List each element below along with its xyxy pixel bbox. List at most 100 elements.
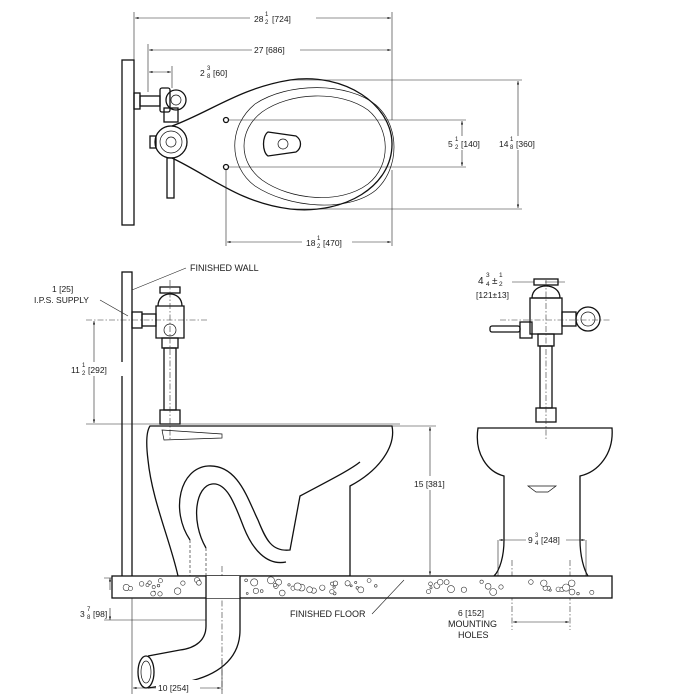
frac-den: 2 (82, 371, 86, 377)
finished-floor: FINISHED FLOOR (111, 575, 613, 619)
aggregate-bubble (428, 581, 433, 586)
frac-num: 7 (87, 607, 91, 613)
aggregate-bubble (147, 580, 152, 585)
aggregate-bubble (568, 588, 576, 596)
frac-den: 2 (455, 145, 459, 151)
aggregate-bubble (429, 586, 433, 590)
aggregate-bubble (330, 581, 335, 586)
dim-bolt-spacing-whole: 5 (448, 139, 453, 149)
aggregate-bubble (437, 579, 444, 586)
side-flush-valve (131, 286, 185, 425)
dim-valve-projection: 4 3 4 ± 1 2 [121±13] (476, 272, 509, 300)
dim-supply-height: 11 1 2 [292] (70, 362, 124, 377)
aggregate-bubble (576, 591, 580, 596)
dim-overall-length: 28 1 2 [724] (250, 10, 316, 26)
dim-base-width-metric: [248] (541, 535, 560, 545)
aggregate-bubble (479, 579, 484, 584)
aggregate-bubble (344, 580, 351, 587)
dim-bolt-spacing-metric: [140] (461, 139, 480, 149)
aggregate-bubble (250, 578, 259, 587)
frac-num: 1 (317, 236, 321, 242)
aggregate-bubble (267, 576, 275, 585)
aggregate-bubble (252, 587, 259, 594)
plan-outlet (262, 131, 302, 157)
aggregate-bubble (244, 578, 248, 582)
aggregate-bubble (332, 585, 336, 589)
aggregate-bubble (489, 588, 498, 596)
front-flush-valve (489, 278, 601, 423)
dim-outlet-height-whole: 3 (80, 609, 85, 619)
frac-den: 8 (207, 74, 211, 80)
aggregate-bubble (293, 582, 302, 591)
dim-bolt-spacing: 5 1 2 [140] (446, 136, 492, 151)
aggregate-bubble (157, 591, 163, 597)
aggregate-bubble (245, 592, 249, 595)
aggregate-bubble (484, 583, 492, 590)
aggregate-bubble (562, 583, 570, 592)
aggregate-bubble (447, 585, 455, 593)
frac-den: 2 (265, 20, 269, 26)
aggregate-bubble (150, 590, 156, 597)
frac-den: 4 (486, 281, 490, 288)
ips-size-label: 1 [25] (52, 284, 73, 294)
aggregate-bubble (196, 580, 202, 586)
aggregate-bubble (279, 589, 286, 597)
aggregate-bubble (287, 583, 291, 587)
finished-floor-label: FINISHED FLOOR (290, 609, 366, 619)
dim-supply-height-whole: 11 (71, 365, 80, 375)
aggregate-bubble (151, 585, 156, 589)
frac-num: 3 (535, 533, 539, 539)
floor-aggregate (122, 576, 595, 597)
dim-outlet-height-metric: [98] (93, 609, 107, 619)
side-view: FINISHED WALL 1 [25] I.P.S. SUPPLY 11 1 … (34, 263, 462, 694)
dim-valve-offset: 2 3 8 [60] (200, 66, 227, 80)
plan-bolt-hole (222, 116, 230, 124)
aggregate-bubble (174, 587, 182, 595)
aggregate-bubble (260, 589, 264, 593)
plan-bowl-inner (243, 95, 386, 198)
plan-flush-valve (133, 87, 188, 199)
aggregate-bubble (128, 586, 133, 591)
dim-base-width-whole: 9 (528, 535, 533, 545)
frac-num: 1 (510, 137, 514, 143)
frac-num: 1 (499, 272, 503, 279)
dim-valve-projection-pm: ± (492, 276, 498, 287)
frac-num: 1 (265, 12, 269, 18)
aggregate-bubble (548, 588, 552, 592)
aggregate-bubble (275, 578, 282, 586)
aggregate-bubble (540, 579, 548, 587)
plan-bowl-outline (171, 78, 393, 211)
aggregate-bubble (319, 584, 326, 591)
aggregate-bubble (568, 579, 576, 587)
dim-valve-projection-metric: [121±13] (476, 290, 509, 300)
dim-outlet-height: 3 7 8 [98] (80, 607, 107, 621)
side-wall (121, 271, 133, 579)
dim-valve-projection-whole: 4 (478, 276, 484, 287)
aggregate-bubble (139, 581, 145, 587)
aggregate-bubble (460, 586, 467, 593)
dim-rough-in: 10 [254] (158, 683, 189, 693)
aggregate-bubble (329, 589, 335, 595)
dim-supply-height-metric: [292] (88, 365, 107, 375)
aggregate-bubble (374, 584, 378, 588)
side-waste-pipe (137, 598, 241, 689)
aggregate-bubble (426, 589, 431, 594)
plan-seat-rim (234, 87, 395, 206)
dim-valve-offset-whole: 2 (200, 68, 205, 78)
finished-wall-label: FINISHED WALL (190, 263, 259, 273)
dim-mounting-spacing: 6 [152] (458, 608, 484, 618)
frac-den: 4 (535, 541, 539, 547)
mounting-label: MOUNTING (448, 619, 497, 629)
frac-num: 1 (82, 363, 86, 369)
dim-overall-whole: 28 (254, 14, 264, 24)
dim-base-width: 9 3 4 [248] (526, 532, 566, 547)
frac-den: 2 (499, 281, 503, 288)
plan-wall (121, 59, 135, 226)
frac-den: 8 (87, 615, 91, 621)
dim-bowl-width-whole: 14 (499, 139, 509, 149)
plan-view: 28 1 2 [724] 27 [686] 2 3 8 [60] 5 1 2 [… (121, 10, 546, 250)
aggregate-bubble (156, 583, 161, 588)
aggregate-bubble (366, 578, 372, 583)
dim-bolt-to-front: 18 1 2 [470] (302, 234, 352, 250)
